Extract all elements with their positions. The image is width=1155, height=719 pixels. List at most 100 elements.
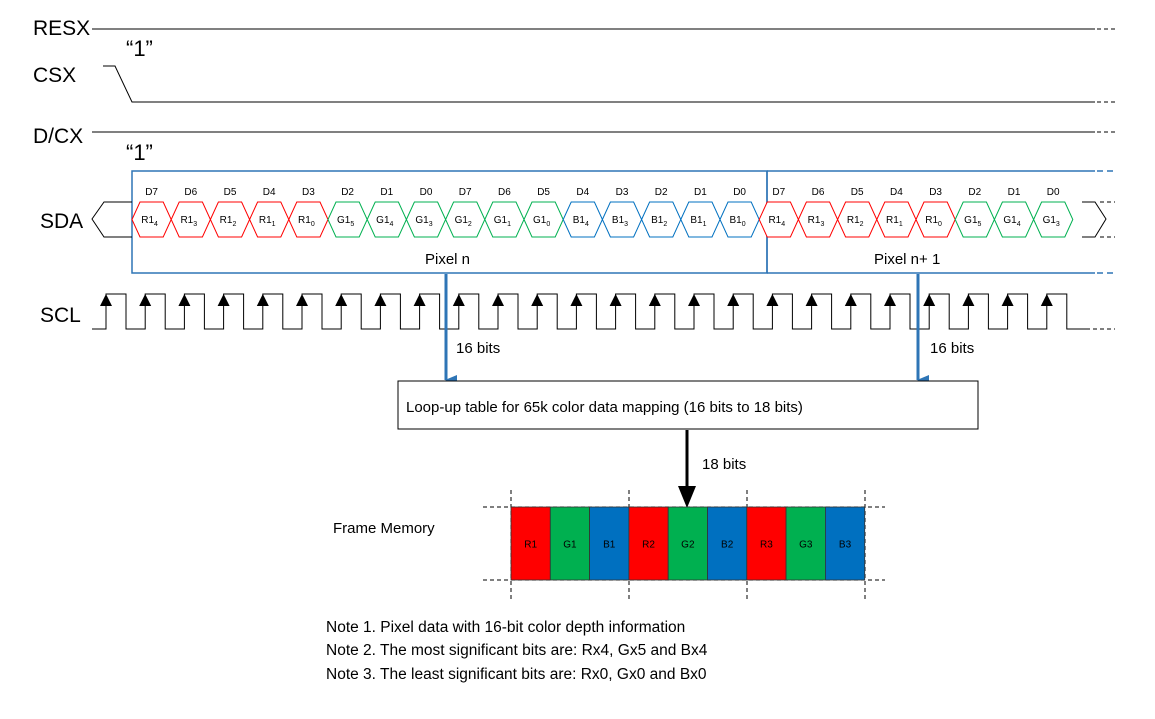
lut-label: Loop-up table for 65k color data mapping… xyxy=(406,399,803,416)
sda-cell: R14 xyxy=(131,201,172,238)
frame-cell-block xyxy=(628,506,669,581)
note-2: Note 2. The most significant bits are: R… xyxy=(326,642,708,659)
frame-cell: G2 xyxy=(667,506,708,581)
sda-cell-label: R12 xyxy=(847,215,864,228)
frame-cell-label: R1 xyxy=(524,540,537,551)
scl-rising-edge-arrow xyxy=(139,294,152,306)
frame-cell-label: B3 xyxy=(839,540,852,551)
frame-cell: B3 xyxy=(825,506,866,581)
csx-waveform xyxy=(103,65,1115,103)
sda-cell-label: R13 xyxy=(180,215,197,228)
bits16-left-label: 16 bits xyxy=(456,340,500,357)
pixel-n1-label: Pixel n+ 1 xyxy=(874,251,940,268)
sda-cell: R13 xyxy=(170,201,211,238)
scl-rising-edge-arrow xyxy=(648,294,661,306)
bit-label: D4 xyxy=(263,187,276,198)
bit-label: D2 xyxy=(655,187,668,198)
scl-rising-edge-arrow xyxy=(844,294,857,306)
sda-cell: G14 xyxy=(366,201,407,238)
frame-cell: R3 xyxy=(746,506,787,581)
bit-label: D1 xyxy=(694,187,707,198)
scl-rising-edge-arrow xyxy=(100,294,112,306)
scl-rising-edge-arrow xyxy=(962,294,975,306)
sda-cell: R14 xyxy=(758,201,799,238)
sda-cell: G13 xyxy=(1033,201,1074,238)
sda-cell: B11 xyxy=(680,201,721,238)
frame-cell-label: G3 xyxy=(799,540,813,551)
frame-cell-block xyxy=(667,506,708,581)
scl-rising-edge-arrow xyxy=(805,294,818,306)
sda-label: SDA xyxy=(40,210,83,233)
frame-cell-label: B1 xyxy=(603,540,616,551)
bit-label: D4 xyxy=(890,187,903,198)
bit-label: D6 xyxy=(498,187,511,198)
sda-cell-label: G12 xyxy=(455,215,472,228)
bit-label: D5 xyxy=(851,187,864,198)
sda-cell-label: G14 xyxy=(1003,215,1020,228)
scl-rising-edge-arrow xyxy=(1040,294,1053,306)
bits16-right-label: 16 bits xyxy=(930,340,974,357)
sda-cell: G15 xyxy=(954,201,995,238)
sda-cell-label: R11 xyxy=(259,215,276,228)
sda-idle xyxy=(91,201,1115,238)
bit-label: D4 xyxy=(576,187,589,198)
frame-cell-label: B2 xyxy=(721,540,734,551)
frame-cell-label: G2 xyxy=(681,540,695,551)
bit-label: D1 xyxy=(380,187,393,198)
scl-rising-edge-arrow xyxy=(531,294,544,306)
scl-rising-edge-arrow xyxy=(609,294,622,306)
bit-label: D0 xyxy=(733,187,746,198)
sda-cell-label: G14 xyxy=(376,215,393,228)
sda-cell: R10 xyxy=(915,201,956,238)
sda-cell: R11 xyxy=(249,201,290,238)
scl-rising-edge-arrow xyxy=(688,294,700,306)
csx-label: CSX xyxy=(33,64,76,87)
sda-cell: B12 xyxy=(641,201,682,238)
scl-rising-edge-arrow xyxy=(413,294,426,306)
bit-label: D6 xyxy=(812,187,825,198)
sda-cell: G15 xyxy=(327,201,368,238)
sda-cell-label: G11 xyxy=(494,215,511,228)
bit-label: D3 xyxy=(616,187,629,198)
bit-label: D3 xyxy=(929,187,942,198)
scl-rising-edge-arrow xyxy=(256,294,269,306)
frame-cell-block xyxy=(746,506,787,581)
frame-cell-block xyxy=(510,506,551,581)
bit-label: D2 xyxy=(968,187,981,198)
sda-cell: R13 xyxy=(797,201,839,238)
resx-label: RESX xyxy=(33,17,90,40)
bit-label: D2 xyxy=(341,187,354,198)
pixel-n-label: Pixel n xyxy=(425,251,470,268)
sda-cell-label: R13 xyxy=(808,215,825,228)
frame-cell-label: R3 xyxy=(760,540,773,551)
sda-cell-label: G13 xyxy=(1043,215,1060,228)
scl-line xyxy=(92,293,1086,330)
bit-label: D7 xyxy=(772,187,785,198)
dcx-level-quote: “1” xyxy=(126,140,153,165)
sda-cell-label: G13 xyxy=(415,215,432,228)
scl-rising-edge-arrow xyxy=(374,294,387,306)
scl-rising-edge-arrow xyxy=(217,294,230,306)
scl-rising-edge-arrow xyxy=(452,294,465,306)
sda-cell-label: R12 xyxy=(220,215,237,228)
sda-cell: R11 xyxy=(876,201,917,238)
sda-cell-label: G15 xyxy=(964,215,981,228)
bit-label: D5 xyxy=(537,187,550,198)
scl-rising-edge-arrow xyxy=(492,294,504,306)
sda-cell: R12 xyxy=(837,201,878,238)
scl-rising-edge-arrow xyxy=(335,294,348,306)
frame-cell: R2 xyxy=(628,506,669,581)
frame-cell-label: R2 xyxy=(642,540,655,551)
scl-rising-edge-arrow xyxy=(727,294,740,306)
sda-cell-shape xyxy=(1033,201,1074,238)
sda-cell: G14 xyxy=(993,201,1035,238)
bit-label: D7 xyxy=(459,187,472,198)
dcx-label: D/CX xyxy=(33,125,83,148)
sda-cell: G11 xyxy=(484,201,525,238)
scl-rising-edge-arrow xyxy=(296,294,308,306)
scl-rising-edge-arrow xyxy=(178,294,191,306)
note-3: Note 3. The least significant bits are: … xyxy=(326,666,707,683)
